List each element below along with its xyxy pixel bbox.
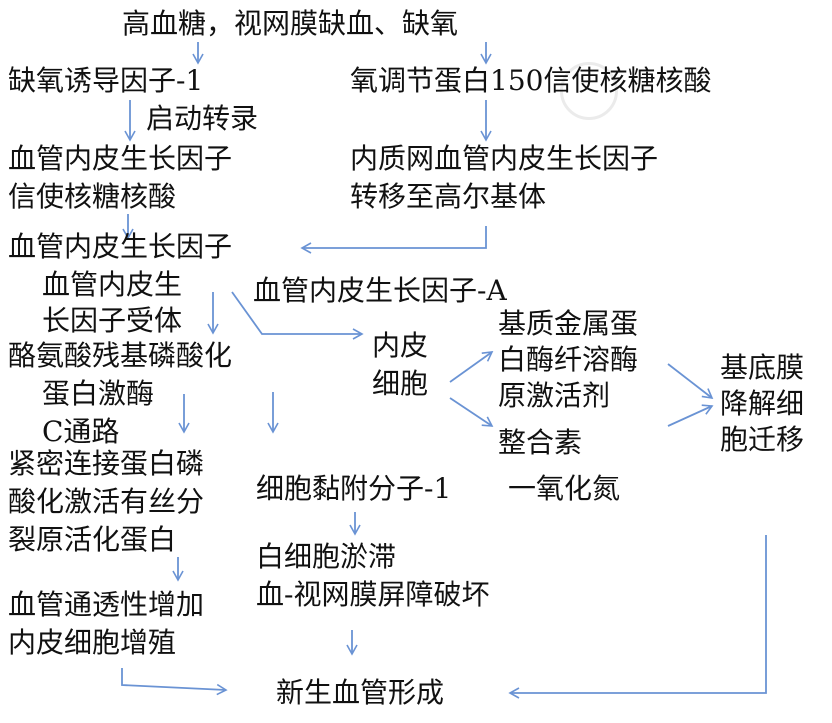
line: 蛋白激酶: [42, 377, 155, 410]
arrow-permeability-neo: [121, 668, 228, 696]
node-vegf-mrna: 血管内皮生长因子 信使核糖核酸: [8, 140, 232, 216]
line: 细胞: [372, 367, 429, 400]
line: 内皮: [372, 329, 429, 362]
arrow-endothelial-integrin: [449, 397, 494, 427]
line: 内皮细胞增殖: [8, 626, 177, 659]
line: 内质网血管内皮生长因子: [350, 142, 659, 175]
node-er-vegf: 内质网血管内皮生长因子 转移至高尔基体: [350, 140, 658, 216]
arrow-integrin-basement: [667, 404, 714, 427]
line: 降解细: [720, 387, 805, 420]
line: 白细胞淤滞: [256, 540, 397, 573]
arrow-basement-neo: [508, 535, 767, 699]
node-tight-junction: 紧密连接蛋白磷 酸化激活有丝分 裂原活化蛋白: [8, 445, 204, 559]
arrow-vegfa-endothelial: [231, 291, 364, 340]
line: 酸化激活有丝分: [8, 485, 205, 518]
arrow-mmp-basement: [667, 363, 714, 400]
node-mmp: 基质金属蛋 白酶纤溶酶 原激活剂: [498, 306, 638, 414]
line: 长因子受体: [42, 304, 183, 337]
node-root: 高血糖，视网膜缺血、缺氧: [122, 7, 459, 40]
node-icam1: 细胞黏附分子-1: [256, 472, 452, 505]
line: 原激活剂: [498, 379, 611, 412]
line: C通路: [42, 415, 120, 448]
line: 血管内皮生: [42, 268, 183, 301]
line: 基质金属蛋: [498, 307, 639, 340]
node-vegf: 血管内皮生长因子: [8, 230, 233, 263]
node-endothelial: 内皮 细胞: [372, 327, 428, 403]
node-leukostasis: 白细胞淤滞 血-视网膜屏障破坏: [256, 538, 489, 614]
node-tyrosine: 酪氨酸残基磷酸化: [8, 339, 233, 372]
arrow-er-vegf: [300, 226, 487, 254]
node-vegf-a: 血管内皮生长因子-A: [253, 274, 507, 307]
arrow-endothelial-mmp: [449, 351, 494, 383]
node-hif1: 缺氧诱导因子-1: [8, 64, 204, 97]
node-start-transcription: 启动转录: [146, 102, 259, 135]
line: 紧密连接蛋白磷: [8, 447, 205, 480]
node-integrin: 整合素: [498, 426, 583, 459]
line: 胞迁移: [720, 423, 805, 456]
node-permeability: 血管通透性增加 内皮细胞增殖: [8, 586, 204, 662]
line: 白酶纤溶酶: [498, 343, 639, 376]
line: 血管通透性增加: [8, 588, 205, 621]
line: 信使核糖核酸: [8, 180, 177, 213]
line: 血管内皮生长因子: [8, 142, 233, 175]
node-no: 一氧化氮: [508, 472, 621, 505]
line: 转移至高尔基体: [350, 180, 547, 213]
line: 裂原活化蛋白: [8, 523, 177, 556]
node-pkc: 蛋白激酶 C通路: [42, 375, 154, 451]
node-neovascularization: 新生血管形成: [276, 676, 445, 709]
node-basement: 基底膜 降解细 胞迁移: [720, 350, 804, 458]
node-vegf-receptor: 血管内皮生 长因子受体: [42, 267, 182, 339]
line: 基底膜: [720, 351, 805, 384]
node-orp150: 氧调节蛋白150信使核糖核酸: [350, 64, 712, 97]
watermark-seal: [560, 62, 618, 120]
line: 血-视网膜屏障破坏: [256, 578, 490, 611]
